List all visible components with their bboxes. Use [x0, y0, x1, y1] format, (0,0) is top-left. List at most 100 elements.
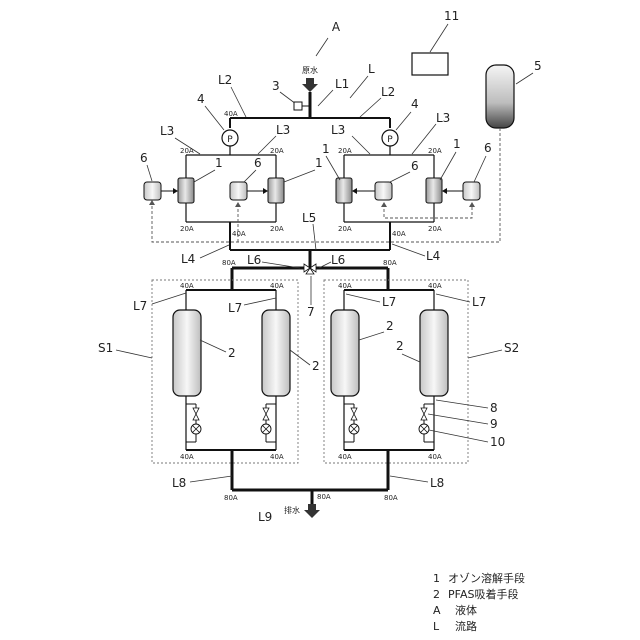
label-11: 11 [444, 9, 459, 23]
svg-text:40A: 40A [338, 453, 352, 461]
label-10: 10 [490, 435, 505, 449]
s1a-valve-assembly [186, 404, 201, 442]
label-6-d: 6 [484, 141, 492, 155]
label-l5: L5 [302, 211, 316, 225]
svg-text:80A: 80A [384, 494, 398, 502]
label-l7-c: L7 [382, 295, 396, 309]
raw-water-label: 原水 [302, 65, 318, 75]
label-4-left: 4 [197, 92, 205, 106]
svg-text:20A: 20A [428, 225, 442, 233]
svg-text:20A: 20A [180, 147, 194, 155]
legend-text-1: オゾン溶解手段 [448, 571, 525, 585]
label-l: L [368, 62, 375, 76]
svg-text:40A: 40A [180, 453, 194, 461]
pfas-adsorber-s1a [173, 310, 201, 396]
label-9: 9 [490, 417, 498, 431]
drain-label: 排水 [284, 505, 300, 515]
ozone-branch-left [144, 155, 284, 222]
svg-text:40A: 40A [392, 230, 406, 238]
label-6-c: 6 [411, 159, 419, 173]
label-6-a: 6 [140, 151, 148, 165]
controller-11 [412, 53, 448, 75]
pfas-adsorber-s2b [420, 310, 448, 396]
ozone-dissolver-1a [178, 178, 194, 203]
svg-text:40A: 40A [232, 230, 246, 238]
legend-text-a: 液体 [455, 603, 477, 617]
size-40a-l2: 40A [224, 110, 238, 118]
legend-key-l: L [433, 620, 440, 633]
label-l6-right: L6 [331, 253, 345, 267]
pump-right-p: P [387, 135, 393, 145]
legend-text-l: 流路 [455, 619, 477, 633]
inlet-arrow [302, 78, 318, 92]
svg-text:40A: 40A [180, 282, 194, 290]
ozone-dissolver-1b [268, 178, 284, 203]
label-l4-right: L4 [426, 249, 440, 263]
label-l3-b: L3 [276, 123, 290, 137]
svg-text:80A: 80A [222, 259, 236, 267]
label-2-a: 2 [228, 346, 236, 360]
label-l8-left: L8 [172, 476, 186, 490]
label-8: 8 [490, 401, 498, 415]
label-l1: L1 [335, 77, 349, 91]
label-1-c: 1 [322, 142, 330, 156]
svg-text:80A: 80A [317, 493, 331, 501]
label-1-b: 1 [315, 156, 323, 170]
svg-text:20A: 20A [270, 225, 284, 233]
legend-key-2: 2 [433, 588, 440, 601]
ozone-generator-6d [463, 182, 480, 200]
label-l7-d: L7 [472, 295, 486, 309]
label-l2-left: L2 [218, 73, 232, 87]
label-l7-b: L7 [228, 301, 242, 315]
ozone-dissolver-1c [336, 178, 352, 203]
svg-text:40A: 40A [428, 282, 442, 290]
tank-5 [486, 65, 514, 128]
ozone-generator-6b [230, 182, 247, 200]
legend-key-1: 1 [433, 572, 440, 585]
svg-text:20A: 20A [180, 225, 194, 233]
label-2-d: 2 [396, 339, 404, 353]
pump-left-p: P [227, 135, 233, 145]
svg-text:40A: 40A [270, 453, 284, 461]
svg-text:20A: 20A [270, 147, 284, 155]
label-l4-left: L4 [181, 252, 195, 266]
label-4-right: 4 [411, 97, 419, 111]
svg-text:20A: 20A [338, 147, 352, 155]
label-a: A [332, 20, 341, 34]
svg-text:80A: 80A [224, 494, 238, 502]
label-l3-a: L3 [160, 124, 174, 138]
label-6-b: 6 [254, 156, 262, 170]
svg-text:40A: 40A [428, 453, 442, 461]
svg-text:20A: 20A [428, 147, 442, 155]
label-l8-right: L8 [430, 476, 444, 490]
s2b-valve-assembly [419, 404, 434, 442]
label-5: 5 [534, 59, 542, 73]
label-1-d: 1 [453, 137, 461, 151]
drain-arrow [304, 504, 320, 518]
legend-key-a: A [433, 604, 441, 617]
legend-text-2: PFAS吸着手段 [448, 587, 518, 601]
pfas-adsorber-s1b [262, 310, 290, 396]
label-s2: S2 [504, 341, 519, 355]
label-l3-c: L3 [331, 123, 345, 137]
label-2-b: 2 [312, 359, 320, 373]
svg-text:80A: 80A [383, 259, 397, 267]
s2a-valve-assembly [344, 404, 359, 442]
s1b-valve-assembly [261, 404, 276, 442]
label-l2-right: L2 [381, 85, 395, 99]
label-l7-a: L7 [133, 299, 147, 313]
label-l6-left: L6 [247, 253, 261, 267]
svg-text:40A: 40A [270, 282, 284, 290]
leader-a [316, 38, 328, 56]
ozone-branch-right [336, 155, 480, 222]
label-s1: S1 [98, 341, 113, 355]
legend: 1 オゾン溶解手段 2 PFAS吸着手段 A 液体 L 流路 [433, 571, 525, 633]
label-1-a: 1 [215, 156, 223, 170]
ozone-dissolver-1d [426, 178, 442, 203]
label-l9: L9 [258, 510, 272, 524]
ozone-generator-6a [144, 182, 161, 200]
label-2-c: 2 [386, 319, 394, 333]
pfas-adsorber-s2a [331, 310, 359, 396]
label-l3-d: L3 [436, 111, 450, 125]
